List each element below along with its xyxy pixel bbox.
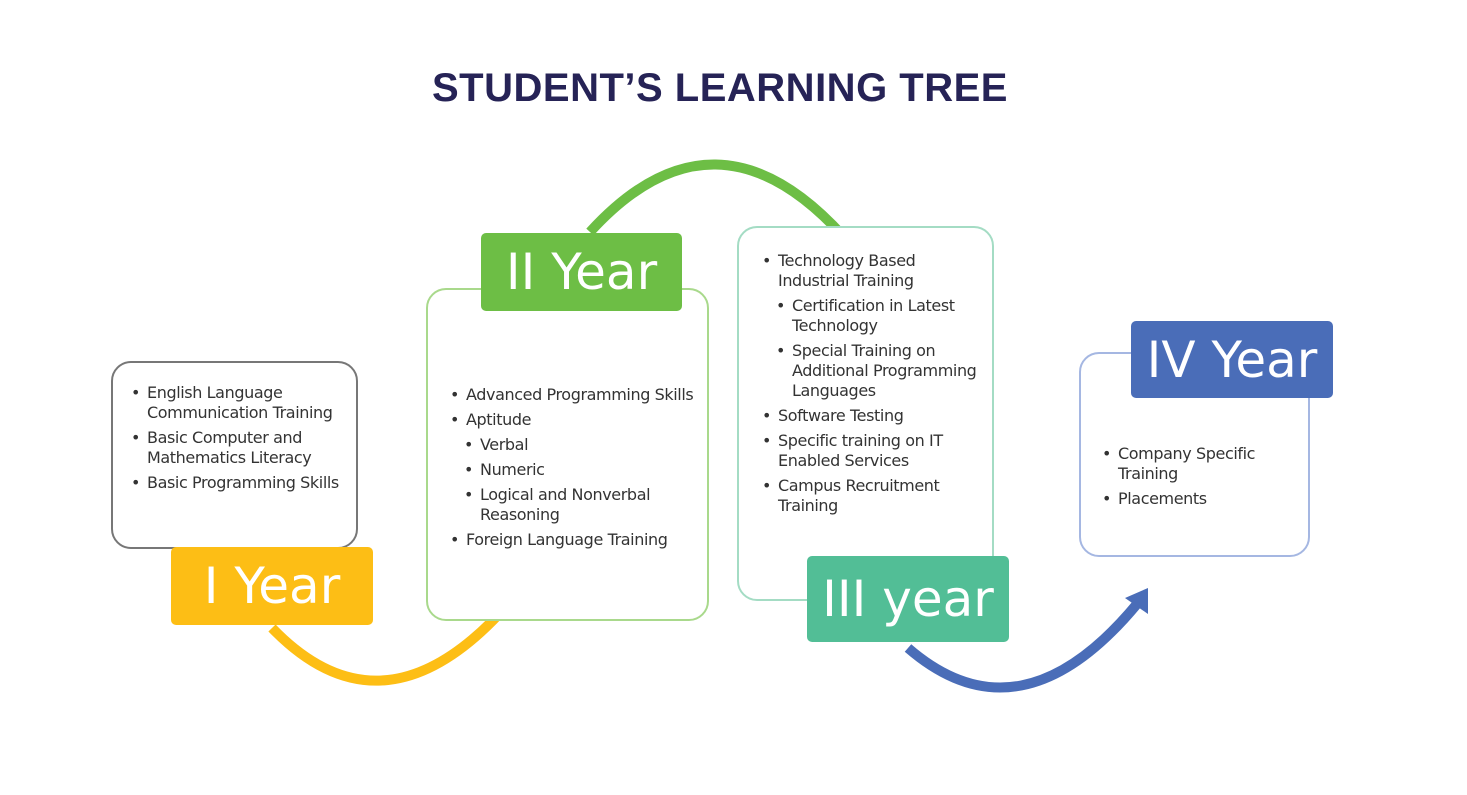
blue-arrow-year3-to-year4 — [904, 600, 1141, 693]
year2-item: Foreign Language Training — [450, 530, 700, 550]
year2-item: Numeric — [464, 460, 700, 480]
year3-label: III year — [807, 556, 1009, 642]
blue-arrowhead — [1125, 588, 1148, 614]
yellow-arrow-year1-to-year2 — [268, 598, 514, 686]
year4-items: Company Specific TrainingPlacements — [1102, 444, 1302, 514]
year1-items: English Language Communication TrainingB… — [131, 383, 346, 498]
year3-item: Specific training on IT Enabled Services — [762, 431, 987, 471]
year4-item: Company Specific Training — [1102, 444, 1302, 484]
year2-box: Advanced Programming SkillsAptitudeVerba… — [426, 288, 709, 621]
year3-item: Software Testing — [762, 406, 987, 426]
year2-label: II Year — [481, 233, 682, 311]
year3-items: Technology Based Industrial TrainingCert… — [762, 251, 987, 521]
year3-item: Campus Recruitment Training — [762, 476, 987, 516]
diagram-title: STUDENT’S LEARNING TREE — [432, 66, 1008, 110]
year4-item: Placements — [1102, 489, 1302, 509]
year1-item: English Language Communication Training — [131, 383, 346, 423]
year1-item: Basic Programming Skills — [131, 473, 346, 493]
year3-item: Special Training on Additional Programmi… — [776, 341, 987, 401]
year3-item: Technology Based Industrial Training — [762, 251, 987, 291]
year3-box: Technology Based Industrial TrainingCert… — [737, 226, 994, 601]
year4-label: IV Year — [1131, 321, 1333, 398]
year2-items: Advanced Programming SkillsAptitudeVerba… — [450, 385, 700, 555]
year1-label: I Year — [171, 547, 373, 625]
year2-item: Verbal — [464, 435, 700, 455]
year2-item: Logical and Nonverbal Reasoning — [464, 485, 700, 525]
green-arrow-year2-to-year3 — [586, 159, 847, 240]
year2-item: Aptitude — [450, 410, 700, 430]
year1-item: Basic Computer and Mathematics Literacy — [131, 428, 346, 468]
year3-item: Certification in Latest Technology — [776, 296, 987, 336]
year1-box: English Language Communication TrainingB… — [111, 361, 358, 549]
year2-item: Advanced Programming Skills — [450, 385, 700, 405]
